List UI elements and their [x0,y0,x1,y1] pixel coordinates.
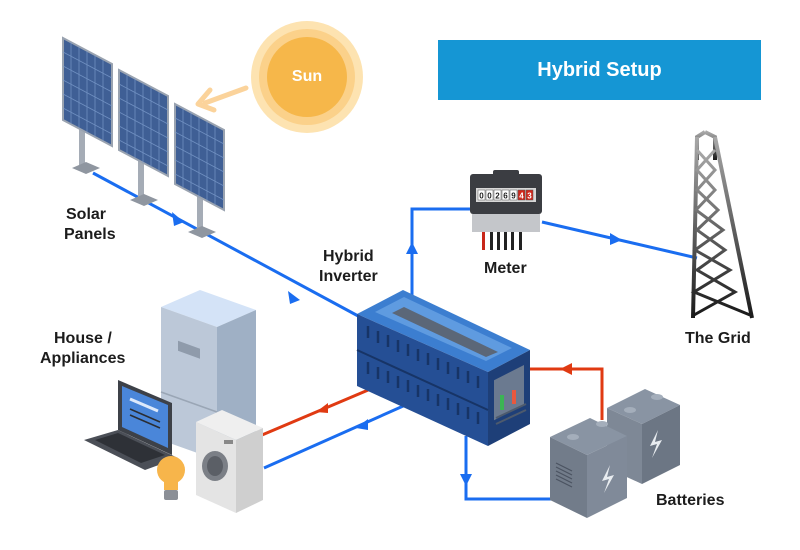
wire-solar-to-inverter [92,171,361,319]
power-tower-icon [655,130,785,319]
wires [92,171,698,501]
batteries-label: Batteries [656,492,725,509]
wire-batteries-to-inverter [530,367,604,420]
inverter-label: Hybrid Inverter [319,247,378,287]
title-banner: Hybrid Setup [438,40,761,100]
flow-arrow-inverter-batteries [460,474,472,486]
wire-inverter-to-house-blue [263,401,411,470]
meter-digit: 0 [479,192,484,201]
wire-inverter-to-batteries [464,436,555,501]
solar-panel-3 [174,102,225,238]
hybrid-inverter-icon [356,290,530,446]
solar-panels-label-line1: Solar [66,206,107,223]
meter-digit: 4 [519,192,524,201]
flow-arrow-solar-2 [288,291,300,304]
meter-digit: 0 [487,192,492,201]
meter-digit-cell [509,189,518,201]
light-bulb-icon [157,456,185,500]
meter-digit: 6 [503,192,508,201]
solar-panels-label-line2: Panels [64,226,116,243]
inverter-vents [366,326,480,424]
flow-arrow-batteries-inverter [560,363,572,375]
flow-arrow-house-blue [356,419,368,430]
meter-digit: 2 [495,192,500,201]
sun-icon [195,21,363,133]
flow-arrow-solar-1 [172,212,184,226]
meter-digit: 9 [511,192,516,201]
solar-panels-label: Solar Panels [64,205,116,245]
inverter-label-line2: Inverter [319,268,378,285]
battery-front [550,418,627,518]
meter-digit-cell [501,189,510,201]
house-label-line1: House / [54,330,112,347]
flow-arrow-meter-grid [610,233,622,245]
appliances-icon [84,290,263,513]
solar-panel-2 [118,68,169,206]
house-label: House / Appliances [40,329,125,369]
flow-arrow-inverter-meter [406,242,418,254]
sun-label: Sun [291,68,323,85]
meter-digit-cell [493,189,502,201]
washing-machine-icon [196,410,263,513]
batteries-icon [550,389,680,518]
meter-digit-cell [477,189,486,201]
meter-digit-cell [517,189,526,201]
solar-panel-1 [62,36,113,174]
meter-digit-cell [525,189,534,201]
meter-digit-cell [485,189,494,201]
title-text: Hybrid Setup [537,58,662,81]
house-label-line2: Appliances [40,350,126,367]
meter-digit: 3 [527,192,532,201]
grid-label: The Grid [685,330,751,347]
solar-panels-icon [62,36,225,238]
laptop-icon [84,380,178,470]
wire-inverter-to-meter [410,207,470,296]
flow-arrow-house-red [316,403,328,413]
meter-label: Meter [484,260,527,277]
inverter-label-line1: Hybrid [323,248,374,265]
